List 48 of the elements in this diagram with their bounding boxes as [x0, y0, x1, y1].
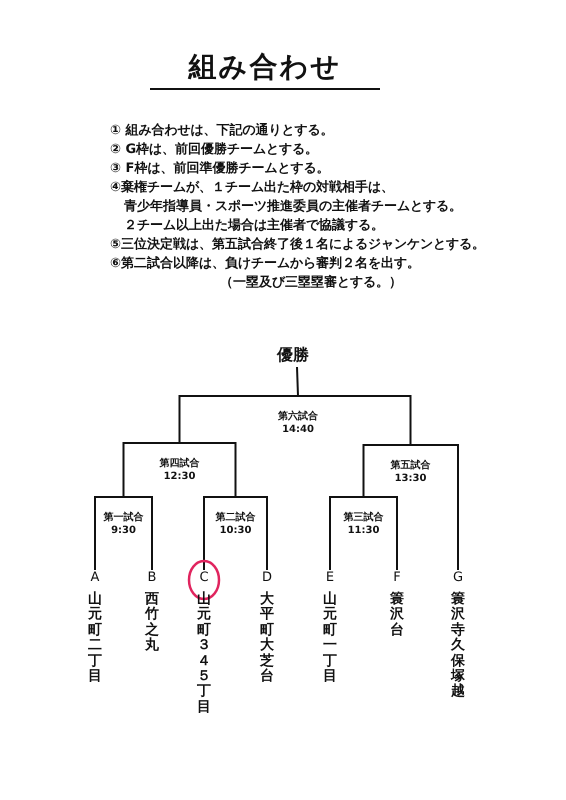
bracket-line [364, 496, 398, 570]
match-name: 第五試合 [390, 459, 430, 472]
bracket-line [178, 395, 298, 443]
rule-text: ③ F枠は、前回準優勝チームとする。 [110, 160, 330, 177]
bracket-line [122, 442, 180, 497]
bracket-line [124, 496, 153, 570]
bracket-line [296, 366, 299, 396]
match-name: 第二試合 [216, 511, 256, 524]
bracket-line [94, 496, 124, 570]
team-letter: E [326, 570, 334, 586]
team-letter: F [393, 570, 401, 586]
rule-text: ④棄権チームが、１チーム出た枠の対戦相手は、 [110, 179, 394, 196]
bracket-line [410, 444, 459, 570]
match-time: 12:30 [164, 470, 196, 483]
team-letter: D [262, 570, 272, 586]
match-time: 14:40 [282, 423, 314, 436]
match-time: 10:30 [220, 524, 252, 537]
team-letter: B [148, 570, 156, 586]
match-name: 第六試合 [278, 410, 318, 423]
rule-text: 青少年指導員・スポーツ推進委員の主催者チームとする。 [124, 198, 462, 215]
team-letter: G [452, 570, 464, 586]
rule-text: ⑥第二試合以降は、負けチームから審判２名を出す。 [110, 255, 420, 272]
rule-text: ２チーム以上出た場合は主催者で協議する。 [124, 217, 384, 234]
team-letter: A [90, 570, 100, 586]
rule-text: ② G枠は、前回優勝チームとする。 [110, 141, 318, 158]
team-letter: C [199, 570, 209, 586]
match-time: 11:30 [348, 524, 380, 537]
title: 組み合わせ [150, 48, 380, 90]
winner-label: 優勝 [277, 345, 309, 366]
match-time: 9:30 [111, 524, 136, 537]
team-name: 大平町大芝台 [260, 592, 274, 684]
team-name: 山元町一丁目 [323, 592, 337, 684]
team-name: 簑沢台 [390, 592, 404, 638]
match-name: 第四試合 [160, 457, 200, 470]
rule-text: （一塁及び三塁塁審とする。） [220, 274, 402, 291]
team-name: 西竹之丸 [145, 592, 159, 654]
bracket-line [236, 496, 268, 570]
team-name: 簑沢寺久保塚越 [451, 592, 465, 700]
match-time: 13:30 [394, 472, 426, 485]
rule-text: ① 組み合わせは、下記の通りとする。 [110, 122, 334, 139]
match-name: 第三試合 [344, 511, 384, 524]
team-name: 山元町二丁目 [88, 592, 102, 684]
match-name: 第一試合 [104, 511, 144, 524]
rule-text: ⑤三位決定戦は、第五試合終了後１名によるジャンケンとする。 [110, 236, 486, 253]
bracket-line [180, 442, 236, 497]
bracket-line [362, 444, 410, 497]
bracket-line [329, 496, 364, 570]
bracket-line [298, 395, 412, 445]
